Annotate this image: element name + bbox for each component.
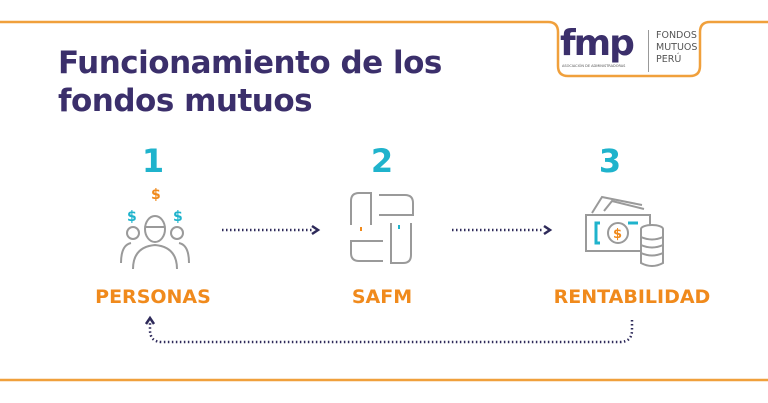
step-3-number: 3 (598, 142, 622, 180)
arrow-head-2 (543, 224, 553, 236)
step-2-label: SAFM (351, 286, 413, 308)
arrow-head-1 (311, 224, 321, 236)
step-2-number: 2 (370, 142, 394, 180)
page-title: Funcionamiento de los fondos mutuos (58, 44, 442, 120)
step-1-number: 1 (141, 142, 165, 180)
logo-text-line: PERÚ (656, 54, 682, 65)
step-1-label: PERSONAS (95, 286, 211, 308)
svg-text:$: $ (173, 209, 183, 225)
people-money-icon: $ $ $ (120, 187, 190, 270)
svg-text:$: $ (151, 187, 161, 203)
return-arrow (148, 320, 634, 344)
title-line-2: fondos mutuos (58, 83, 313, 119)
joined-hands-icon (350, 192, 414, 264)
logo-tagline: ASOCIACIÓN DE ADMINISTRADORAS (562, 64, 626, 68)
svg-text:$: $ (613, 227, 622, 242)
logo-text: FONDOS MUTUOS PERÚ (656, 30, 716, 66)
cash-coins-icon: $ (585, 195, 664, 267)
logo-text-line: FONDOS (656, 30, 697, 41)
logo-mark: fmp (560, 23, 635, 64)
logo-text-line: MUTUOS (656, 42, 698, 53)
title-line-1: Funcionamiento de los (58, 45, 442, 81)
logo-mark-text: fmp (560, 23, 635, 64)
step-3-label: RENTABILIDAD (553, 286, 711, 308)
return-arrow-head (144, 315, 156, 325)
logo-divider (648, 30, 649, 72)
svg-text:$: $ (127, 209, 137, 225)
